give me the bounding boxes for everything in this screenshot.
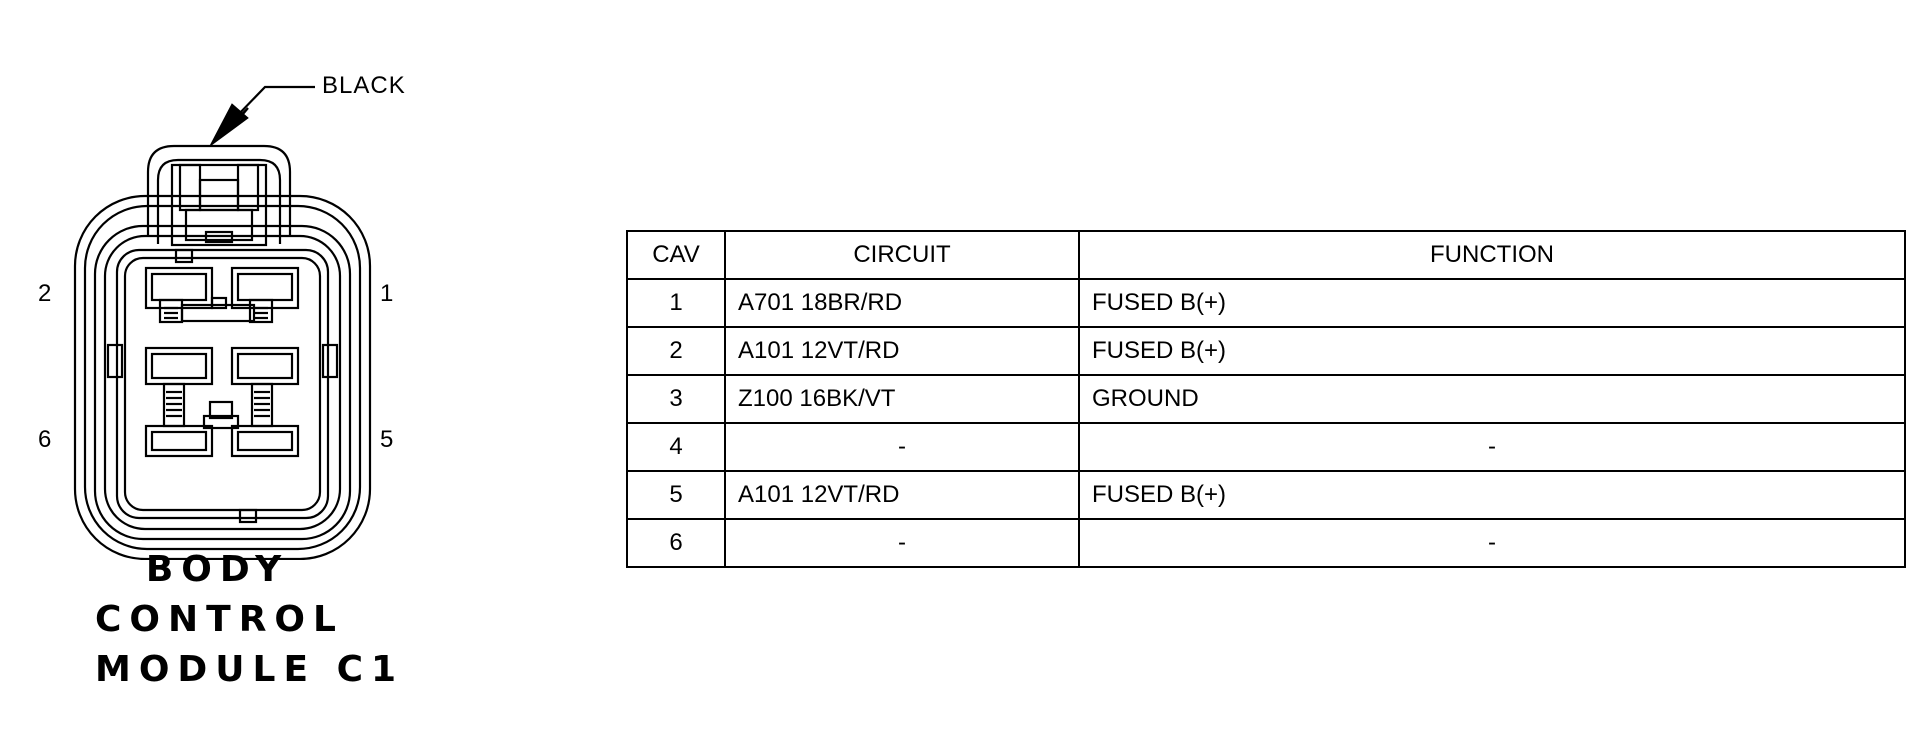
- table-header-row: CAV CIRCUIT FUNCTION: [626, 230, 1906, 280]
- connector-cavities: [144, 266, 300, 458]
- function-cell: GROUND: [1078, 374, 1906, 424]
- table-row: 2 A101 12VT/RD FUSED B(+): [626, 326, 1906, 376]
- connector-title-line-2: CONTROL: [95, 599, 344, 640]
- connector-housing: [73, 194, 372, 560]
- cav-cell: 4: [626, 422, 726, 472]
- circuit-cell: Z100 16BK/VT: [724, 374, 1080, 424]
- pin-label-6: 6: [38, 426, 52, 453]
- cavity-6: [144, 346, 214, 458]
- cav-cell: 6: [626, 518, 726, 568]
- connector-title-line-1: BODY: [145, 549, 290, 590]
- function-cell: FUSED B(+): [1078, 470, 1906, 520]
- circuit-cell: A701 18BR/RD: [724, 278, 1080, 328]
- connector-diagram: [73, 85, 372, 560]
- table-row: 1 A701 18BR/RD FUSED B(+): [626, 278, 1906, 328]
- connector-title-line-3: MODULE C1: [95, 649, 405, 690]
- table-row: 5 A101 12VT/RD FUSED B(+): [626, 470, 1906, 520]
- function-cell: -: [1078, 518, 1906, 568]
- connector-latch: [146, 144, 292, 247]
- cav-cell: 3: [626, 374, 726, 424]
- connector-color-label: BLACK: [322, 72, 406, 99]
- circuit-cell: A101 12VT/RD: [724, 326, 1080, 376]
- table-row: 3 Z100 16BK/VT GROUND: [626, 374, 1906, 424]
- header-cav: CAV: [626, 230, 726, 280]
- color-leader-arrow: [209, 85, 315, 147]
- circuit-cell: A101 12VT/RD: [724, 470, 1080, 520]
- cavity-1: [230, 266, 300, 324]
- pinout-table: CAV CIRCUIT FUNCTION 1 A701 18BR/RD FUSE…: [626, 230, 1906, 568]
- pin-label-1: 1: [380, 280, 394, 307]
- function-cell: FUSED B(+): [1078, 326, 1906, 376]
- circuit-cell: -: [724, 422, 1080, 472]
- cav-cell: 1: [626, 278, 726, 328]
- cav-cell: 2: [626, 326, 726, 376]
- cavity-2: [144, 266, 214, 324]
- circuit-cell: -: [724, 518, 1080, 568]
- function-cell: FUSED B(+): [1078, 278, 1906, 328]
- cav-cell: 5: [626, 470, 726, 520]
- pin-label-5: 5: [380, 426, 394, 453]
- pin-label-2: 2: [38, 280, 52, 307]
- connector-title: BODY CONTROL MODULE C1: [95, 545, 405, 695]
- function-cell: -: [1078, 422, 1906, 472]
- header-circuit: CIRCUIT: [724, 230, 1080, 280]
- header-function: FUNCTION: [1078, 230, 1906, 280]
- table-row: 6 - -: [626, 518, 1906, 568]
- cavity-5: [230, 346, 300, 458]
- table-row: 4 - -: [626, 422, 1906, 472]
